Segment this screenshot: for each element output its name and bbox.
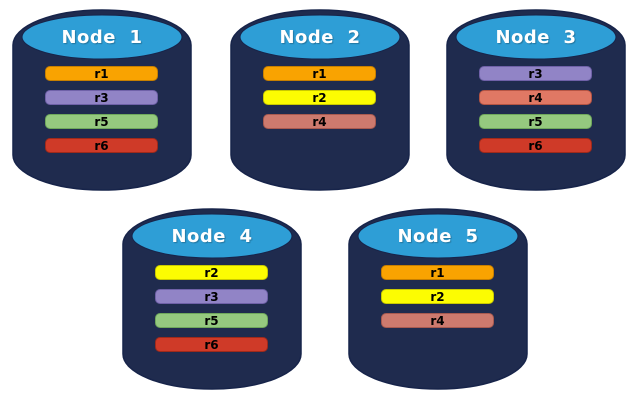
node-label: Node 1 [22, 19, 182, 55]
replica-list: r3 r4 r5 r6 [479, 66, 592, 162]
replica-bar: r3 [479, 66, 592, 81]
replica-bar-label: r1 [312, 66, 327, 81]
replica-bar-label: r5 [204, 313, 219, 328]
node-label: Node 4 [132, 218, 292, 254]
replica-bar-label: r4 [430, 313, 445, 328]
replica-bar: r1 [263, 66, 376, 81]
replica-bar-label: r4 [312, 114, 327, 129]
replica-bar: r6 [45, 138, 158, 153]
node-label-text: Node 1 [61, 26, 143, 48]
replica-list: r1 r2 r4 [263, 66, 376, 138]
replica-bar-label: r6 [528, 138, 543, 153]
db-node: Node 2 r1 r2 r4 [230, 9, 410, 191]
node-label: Node 2 [240, 19, 400, 55]
db-node: Node 1 r1 r3 r5 r6 [12, 9, 192, 191]
replica-bar-label: r1 [430, 265, 445, 280]
replica-bar-label: r6 [204, 337, 219, 352]
replica-list: r2 r3 r5 r6 [155, 265, 268, 361]
replica-bar: r4 [381, 313, 494, 328]
replica-bar: r2 [155, 265, 268, 280]
replica-bar: r1 [45, 66, 158, 81]
replica-bar: r1 [381, 265, 494, 280]
replica-list: r1 r3 r5 r6 [45, 66, 158, 162]
replica-bar-label: r2 [430, 289, 445, 304]
replica-bar: r5 [45, 114, 158, 129]
replica-bar-label: r6 [94, 138, 109, 153]
node-label-text: Node 5 [397, 225, 479, 247]
replica-bar: r5 [155, 313, 268, 328]
db-node: Node 4 r2 r3 r5 r6 [122, 208, 302, 390]
replica-bar-label: r3 [204, 289, 219, 304]
replica-bar-label: r1 [94, 66, 109, 81]
replica-bar: r6 [155, 337, 268, 352]
replica-bar: r2 [381, 289, 494, 304]
replica-bar: r3 [155, 289, 268, 304]
replica-bar: r4 [263, 114, 376, 129]
node-label-text: Node 4 [171, 225, 253, 247]
db-node: Node 3 r3 r4 r5 r6 [446, 9, 626, 191]
node-label: Node 3 [456, 19, 616, 55]
replica-bar-label: r5 [94, 114, 109, 129]
node-label-text: Node 3 [495, 26, 577, 48]
replica-bar: r3 [45, 90, 158, 105]
replica-bar: r2 [263, 90, 376, 105]
replica-bar: r4 [479, 90, 592, 105]
replica-bar: r5 [479, 114, 592, 129]
db-node: Node 5 r1 r2 r4 [348, 208, 528, 390]
replica-bar-label: r5 [528, 114, 543, 129]
replica-list: r1 r2 r4 [381, 265, 494, 337]
replica-bar-label: r3 [528, 66, 543, 81]
replica-bar-label: r2 [204, 265, 219, 280]
replica-bar-label: r4 [528, 90, 543, 105]
replica-bar-label: r2 [312, 90, 327, 105]
node-label-text: Node 2 [279, 26, 361, 48]
replica-bar-label: r3 [94, 90, 109, 105]
node-label: Node 5 [358, 218, 518, 254]
replica-bar: r6 [479, 138, 592, 153]
